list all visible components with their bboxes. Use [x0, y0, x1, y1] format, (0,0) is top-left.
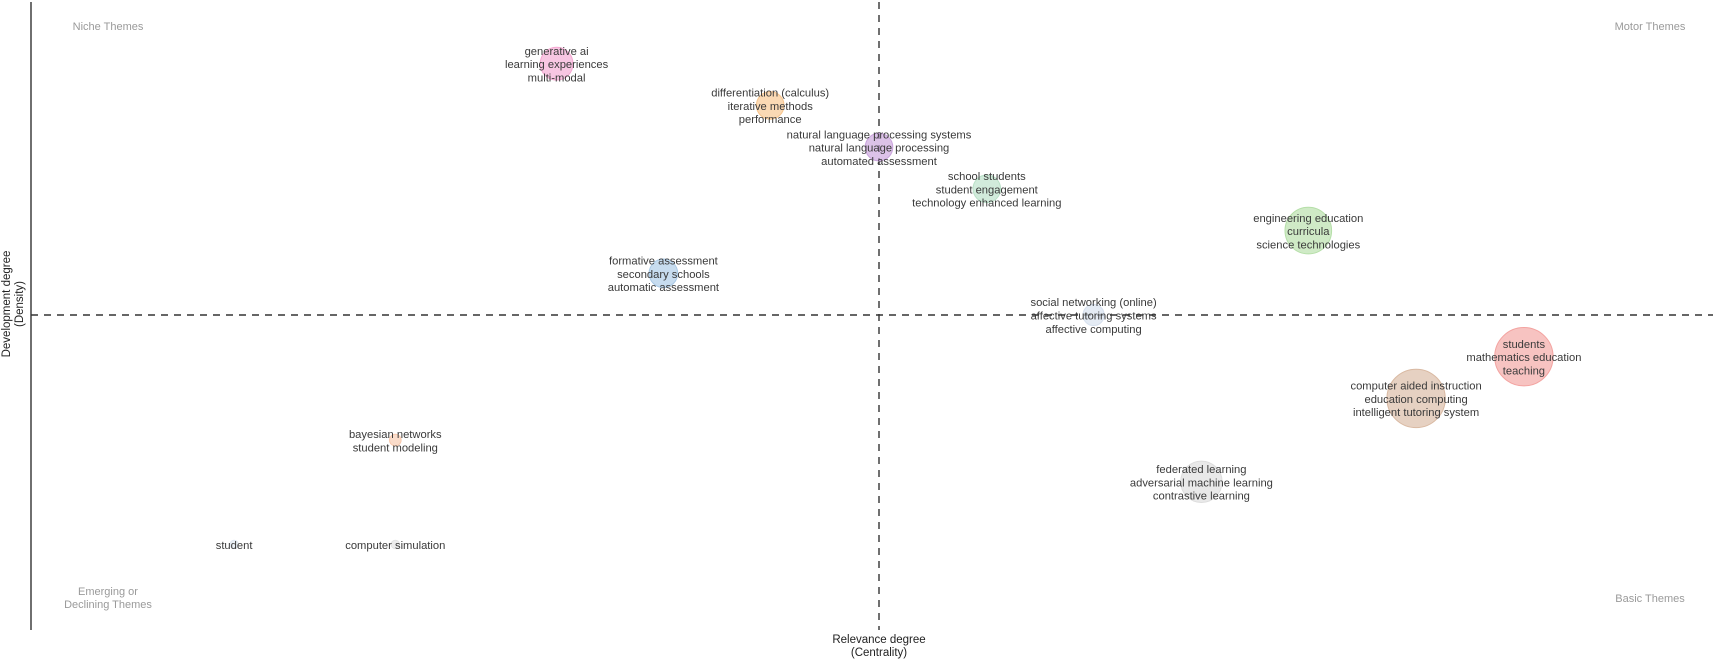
bubble-label-3-0: school students — [948, 171, 1026, 183]
bubble-label-1-0: differentiation (calculus) — [711, 88, 829, 100]
bubble-3 — [972, 174, 1002, 204]
bubble-label-1-1: iterative methods — [728, 101, 814, 113]
bubble-11 — [229, 539, 239, 550]
bubble-1 — [755, 91, 785, 120]
bubble-label-5-1: secondary schools — [617, 269, 710, 281]
bubble-label-6-0: social networking (online) — [1030, 297, 1157, 309]
bubble-label-10-1: adversarial machine learning — [1130, 477, 1273, 489]
bubble-label-0-2: multi-modal — [528, 73, 586, 85]
bubble-label-4-0: engineering education — [1253, 213, 1363, 225]
bubble-6 — [1082, 303, 1105, 327]
bubble-label-8-0: computer aided instruction — [1350, 381, 1481, 393]
bubble-label-8-2: intelligent tutoring system — [1353, 407, 1479, 419]
quadrant-label-bottom-right: Basic Themes — [1615, 593, 1685, 605]
bubble-label-5-0: formative assessment — [609, 256, 719, 268]
bubble-label-1-2: performance — [739, 114, 802, 126]
bubble-label-2-2: automated assessment — [821, 156, 938, 168]
bubble-label-6-1: affective tutoring systems — [1031, 311, 1157, 323]
bubble-label-3-2: technology enhanced learning — [912, 198, 1061, 210]
bubble-label-5-2: automatic assessment — [608, 282, 720, 294]
quadrant-label-top-left: Niche Themes — [72, 21, 144, 33]
y-axis-title: Development degree (Density) — [1, 250, 26, 358]
bubble-label-0-1: learning experiences — [505, 59, 609, 71]
bubble-5 — [648, 258, 679, 289]
bubble-2 — [864, 132, 894, 162]
bubble-label-7-0: students — [1503, 339, 1546, 351]
bubble-label-7-1: mathematics education — [1466, 352, 1581, 364]
bubble-label-3-1: student engagement — [936, 184, 1039, 196]
bubble-label-12-0: computer simulation — [345, 540, 445, 552]
bubble-label-6-2: affective computing — [1046, 324, 1142, 336]
bubble-label-9-0: bayesian networks — [349, 429, 442, 441]
bubble-label-11-0: student — [216, 540, 254, 552]
bubble-8 — [1386, 368, 1446, 429]
bubble-7 — [1494, 327, 1554, 387]
quadrant-label-top-right: Motor Themes — [1614, 21, 1686, 33]
bubble-label-2-0: natural language processing systems — [787, 129, 972, 141]
bubble-0 — [539, 46, 574, 81]
bubble-label-10-2: contrastive learning — [1153, 491, 1250, 503]
bubble-9 — [389, 433, 402, 447]
bubble-10 — [1180, 460, 1223, 503]
bubble-label-7-2: teaching — [1503, 366, 1545, 378]
bubble-label-4-1: curricula — [1287, 226, 1330, 238]
quadrant-label-bottom-left: Emerging or Declining Themes — [64, 586, 152, 611]
bubble-label-2-1: natural language processing — [809, 143, 950, 155]
bubble-label-10-0: federated learning — [1156, 464, 1246, 476]
bubble-label-9-1: student modeling — [353, 442, 438, 454]
bubble-4 — [1284, 206, 1333, 255]
bubbles-layer — [229, 46, 1554, 550]
bubble-label-4-2: science technologies — [1256, 239, 1360, 251]
x-axis-title: Relevance degree (Centrality) — [832, 634, 926, 659]
bubble-label-0-0: generative ai — [525, 46, 589, 58]
bubble-label-8-1: education computing — [1364, 394, 1467, 406]
bubble-12 — [390, 539, 400, 550]
